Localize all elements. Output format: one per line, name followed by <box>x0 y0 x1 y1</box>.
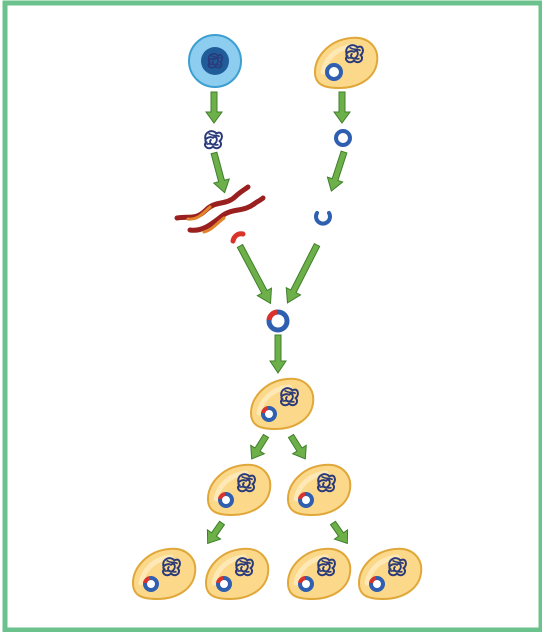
arrow-icon <box>285 242 321 304</box>
arrow-icon <box>210 151 231 194</box>
recombinant-plasmid-icon <box>216 576 232 592</box>
bacterium-icon <box>206 549 268 599</box>
arrow-icon <box>206 520 226 545</box>
recombinant-plasmid-icon <box>369 576 385 592</box>
bacterium-icon <box>288 549 350 599</box>
arrow-icon <box>269 334 287 374</box>
arrow-icon <box>326 150 348 192</box>
plasmid-icon <box>314 211 332 226</box>
recombinant-plasmid-icon <box>298 492 314 508</box>
dna-strand-icon <box>174 184 266 234</box>
recombinant-plasmid-icon <box>298 576 314 592</box>
bacterium-icon <box>133 549 195 599</box>
arrow-icon <box>329 520 349 545</box>
plasmid-icon <box>334 129 352 147</box>
bacterium-icon <box>251 379 313 429</box>
recombinant-plasmid-icon <box>143 576 159 592</box>
plasmid-icon <box>325 63 343 81</box>
arrow-icon <box>287 433 307 460</box>
arrow-icon <box>205 91 223 124</box>
recombinant-plasmid-icon <box>218 492 234 508</box>
recombinant-plasmid-icon <box>266 309 290 333</box>
arrow-icon <box>250 433 270 460</box>
recombinant-plasmid-icon <box>261 406 277 422</box>
bacterium-icon <box>359 549 421 599</box>
arrow-icon <box>236 243 273 305</box>
human-cell-icon <box>188 34 242 88</box>
gene-fragment-icon <box>230 231 246 244</box>
chromosome-icon <box>203 130 223 150</box>
bacterium-icon <box>288 465 350 515</box>
bacterium-icon <box>315 38 377 88</box>
arrow-icon <box>333 91 351 124</box>
bacterium-icon <box>208 465 270 515</box>
